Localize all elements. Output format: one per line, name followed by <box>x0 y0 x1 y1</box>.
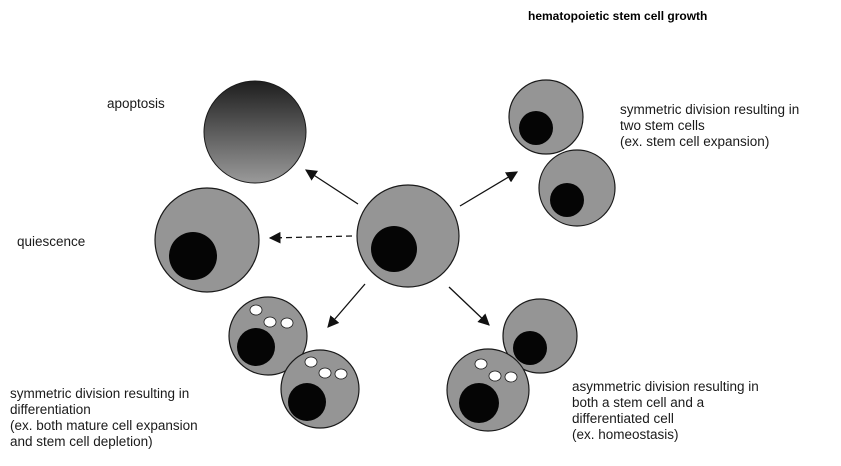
arrow-to-symmetric-stem <box>460 172 517 206</box>
arrow-to-apoptosis <box>306 170 358 204</box>
asymmetric-label: asymmetric division resulting in both a … <box>572 379 759 443</box>
symmetric-diff-line-1: symmetric division resulting in <box>10 386 198 402</box>
symmetric-differentiation-label: symmetric division resulting in differen… <box>10 386 198 450</box>
arrow-to-quiescence <box>270 236 352 238</box>
symmetric-stem-label: symmetric division resulting in two stem… <box>620 102 799 150</box>
asymmetric-line-1: asymmetric division resulting in <box>572 379 759 395</box>
quiescent-cell <box>155 188 259 292</box>
symmetric-stem-line-3: (ex. stem cell expansion) <box>620 134 799 150</box>
apoptosis-label: apoptosis <box>107 96 165 112</box>
asymmetric-line-4: (ex. homeostasis) <box>572 427 759 443</box>
asymmetric-line-2: both a stem cell and a <box>572 395 759 411</box>
symmetric-diff-line-4: and stem cell depletion) <box>10 434 198 450</box>
symmetric-stem-cell-lower <box>539 150 615 226</box>
asymmetric-differentiated-cell <box>447 349 529 431</box>
arrow-to-symmetric-differentiation <box>328 284 365 327</box>
quiescence-label: quiescence <box>17 234 85 250</box>
differentiated-cell-lower <box>281 350 359 428</box>
symmetric-stem-line-1: symmetric division resulting in <box>620 102 799 118</box>
central-stem-cell <box>357 185 459 287</box>
apoptotic-cell <box>204 81 306 183</box>
diagram-title: hematopoietic stem cell growth <box>528 8 707 24</box>
arrow-to-asymmetric <box>449 287 489 325</box>
symmetric-diff-line-3: (ex. both mature cell expansion <box>10 418 198 434</box>
asymmetric-line-3: differentiated cell <box>572 411 759 427</box>
symmetric-diff-line-2: differentiation <box>10 402 198 418</box>
symmetric-stem-cell-upper <box>509 80 583 154</box>
symmetric-stem-line-2: two stem cells <box>620 118 799 134</box>
